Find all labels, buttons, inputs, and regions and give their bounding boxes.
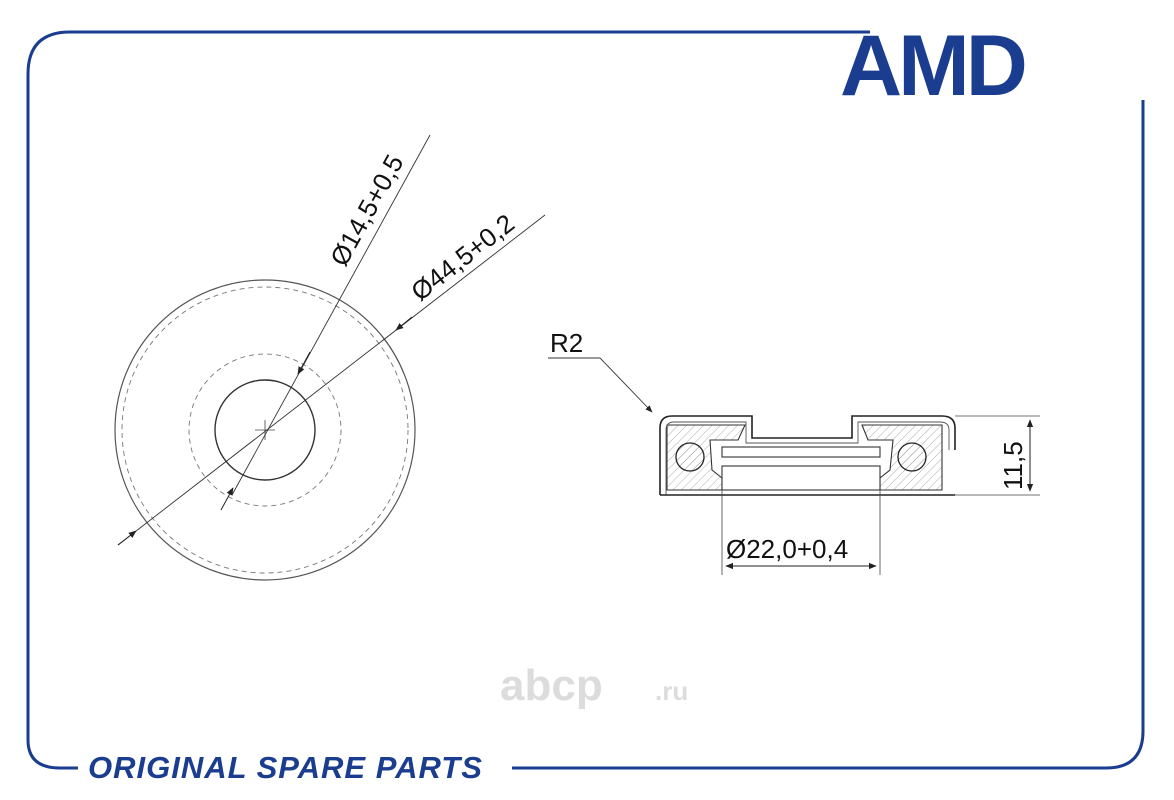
outer-dim-arrow-bottom — [117, 530, 137, 546]
mid-hidden-circle — [188, 353, 342, 507]
front-view: Ø14,5+0,5 Ø44,5+0,2 — [114, 134, 546, 581]
upper-raceway — [721, 446, 881, 458]
outer-circle — [114, 279, 416, 581]
section-view: R2 11,5 Ø22,0+0,4 — [548, 328, 1040, 575]
height-label: 11,5 — [998, 441, 1028, 490]
amd-logo: AMD — [840, 18, 1029, 114]
radius-leader — [548, 357, 653, 413]
outer-dim-arrow-top — [395, 316, 413, 331]
left-ring-block — [666, 424, 746, 491]
inner-diameter-label: Ø14,5+0,5 — [324, 150, 409, 271]
bore-label: Ø22,0+0,4 — [726, 534, 848, 564]
inner-dim-arrow-bottom — [220, 487, 234, 511]
outer-hidden-circle — [121, 286, 409, 574]
inner-dim-arrow-top — [297, 351, 311, 375]
inner-circle — [214, 379, 316, 481]
right-ball — [897, 442, 927, 472]
inner-dim-leader — [231, 134, 431, 496]
lower-raceway — [721, 465, 881, 491]
radius-label: R2 — [550, 328, 583, 358]
left-ball — [675, 442, 705, 472]
logo-text: AMD — [840, 18, 1025, 114]
watermark-tld: .ru — [655, 676, 688, 706]
footer-tagline: ORIGINAL SPARE PARTS — [88, 750, 483, 785]
outer-diameter-label: Ø44,5+0,2 — [405, 208, 520, 307]
watermark: abcp .ru — [500, 661, 688, 710]
cover-shell-inner — [665, 421, 950, 495]
blue-frame — [26, 30, 1145, 770]
cover-shell — [659, 415, 956, 495]
watermark-main: abcp — [500, 661, 603, 710]
outer-dim-leader — [117, 214, 546, 546]
